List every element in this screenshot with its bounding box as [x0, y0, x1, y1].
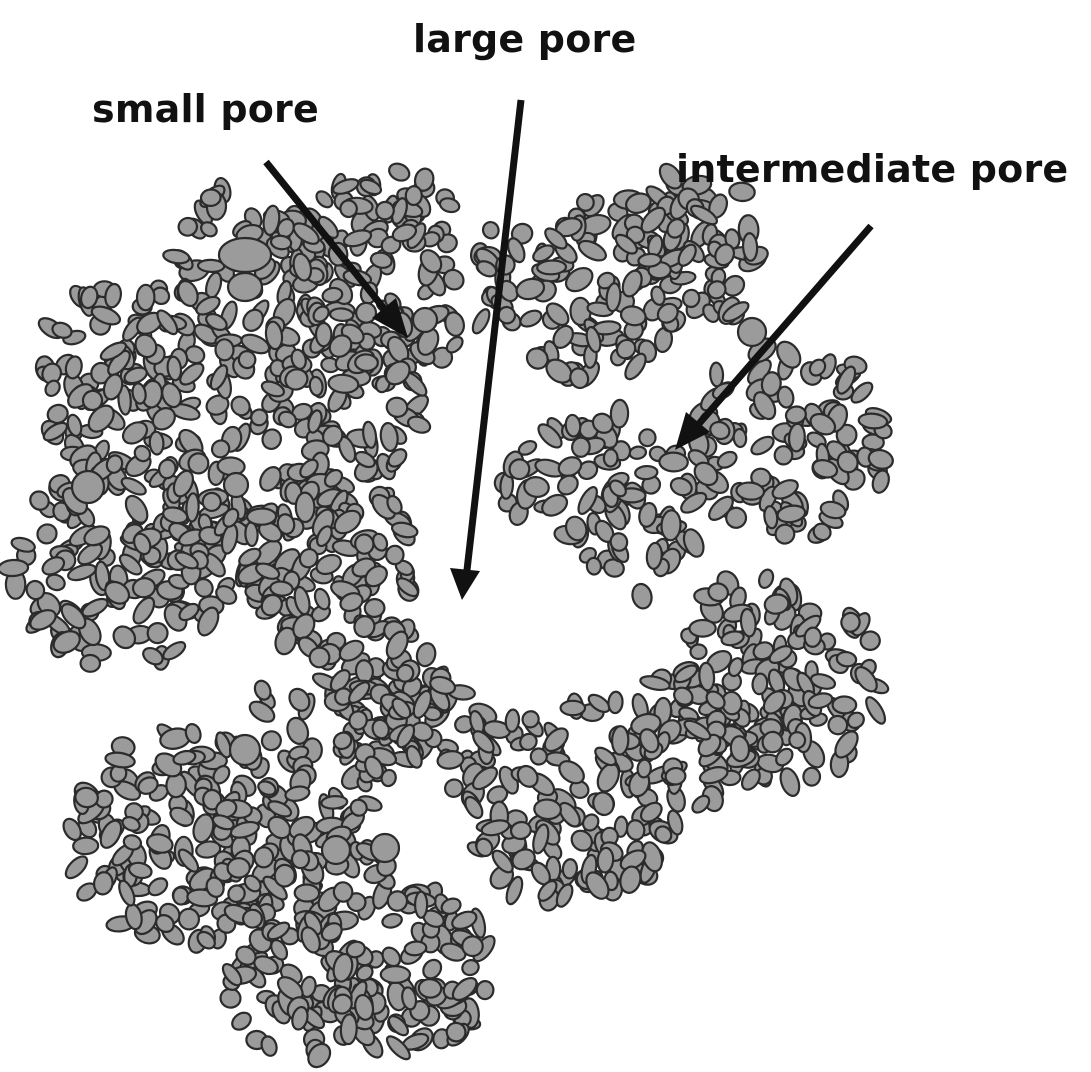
particle — [145, 875, 170, 899]
particle — [415, 892, 427, 918]
particle — [638, 253, 662, 268]
particle — [340, 1014, 357, 1045]
particle — [34, 520, 61, 547]
particle — [774, 446, 792, 465]
particle — [665, 767, 686, 785]
particle — [860, 631, 881, 651]
particle — [476, 981, 494, 1000]
particle — [481, 220, 501, 241]
particle — [254, 847, 274, 869]
particle — [733, 428, 747, 447]
particle — [355, 354, 378, 372]
particle — [364, 598, 385, 617]
large-particle — [72, 471, 104, 503]
particle — [149, 431, 164, 454]
intermediate-pore-label: intermediate pore — [676, 150, 1068, 188]
particle — [385, 545, 405, 565]
particle — [200, 189, 221, 207]
particle — [420, 956, 445, 982]
particle — [381, 966, 410, 983]
large-pore-label: large pore — [413, 20, 636, 58]
particle — [245, 522, 258, 546]
particle — [62, 853, 91, 882]
particle — [160, 639, 188, 663]
particle — [612, 726, 629, 755]
particle — [776, 385, 795, 409]
particle — [438, 196, 460, 214]
particle — [321, 795, 348, 809]
large-particle — [230, 735, 260, 765]
particle — [146, 622, 169, 645]
large-particle — [413, 308, 437, 332]
particle — [284, 785, 310, 803]
particle — [381, 912, 403, 929]
particle — [121, 492, 151, 526]
particle — [405, 186, 422, 206]
particle — [561, 701, 585, 715]
particle — [659, 452, 688, 472]
particle — [531, 748, 547, 764]
particle — [788, 423, 805, 452]
particle — [227, 858, 250, 878]
particle — [418, 978, 442, 998]
particle — [804, 627, 822, 648]
particle — [863, 694, 889, 726]
particle — [518, 308, 544, 330]
particle — [137, 285, 155, 311]
large-pore-arrow — [450, 100, 521, 600]
particle — [294, 884, 319, 902]
particle — [462, 936, 483, 956]
particle — [258, 728, 284, 754]
particle — [562, 859, 578, 880]
particle — [316, 323, 331, 346]
particle — [404, 941, 427, 957]
particle — [803, 768, 820, 786]
particle — [470, 307, 493, 336]
large-particle — [371, 834, 399, 862]
particle — [637, 759, 652, 778]
particle — [639, 429, 655, 446]
primary-particles — [0, 160, 895, 1072]
particle — [386, 160, 412, 183]
particle — [748, 433, 776, 458]
particle — [571, 437, 590, 457]
large-particle — [219, 238, 271, 272]
particle — [608, 691, 623, 713]
particle — [689, 620, 715, 637]
particle — [772, 337, 805, 372]
particle — [534, 799, 562, 820]
particle — [505, 709, 520, 732]
particle — [243, 909, 263, 928]
particle — [762, 731, 783, 753]
particle — [291, 850, 309, 869]
particle — [10, 535, 36, 554]
particle — [690, 644, 707, 659]
particle — [0, 559, 28, 577]
particle — [247, 508, 276, 525]
particle — [635, 465, 658, 480]
particle — [162, 248, 190, 265]
particle — [229, 1009, 254, 1033]
particle — [604, 449, 618, 467]
particle — [832, 696, 856, 713]
particle — [215, 339, 234, 361]
particle — [80, 655, 100, 672]
particle — [752, 673, 769, 695]
particle — [742, 233, 757, 261]
small-pore-label: small pore — [92, 90, 319, 128]
large-particle — [228, 273, 262, 301]
particle — [757, 568, 776, 590]
particle — [296, 492, 315, 522]
large-particle — [738, 318, 766, 346]
particle — [342, 227, 373, 249]
particle — [710, 362, 724, 386]
particle — [629, 445, 647, 459]
particle — [330, 308, 354, 322]
particle — [119, 475, 148, 498]
particle — [586, 557, 602, 575]
particle — [661, 510, 682, 541]
particle — [630, 582, 654, 610]
large-particle — [322, 836, 350, 864]
large-particle — [224, 473, 248, 497]
